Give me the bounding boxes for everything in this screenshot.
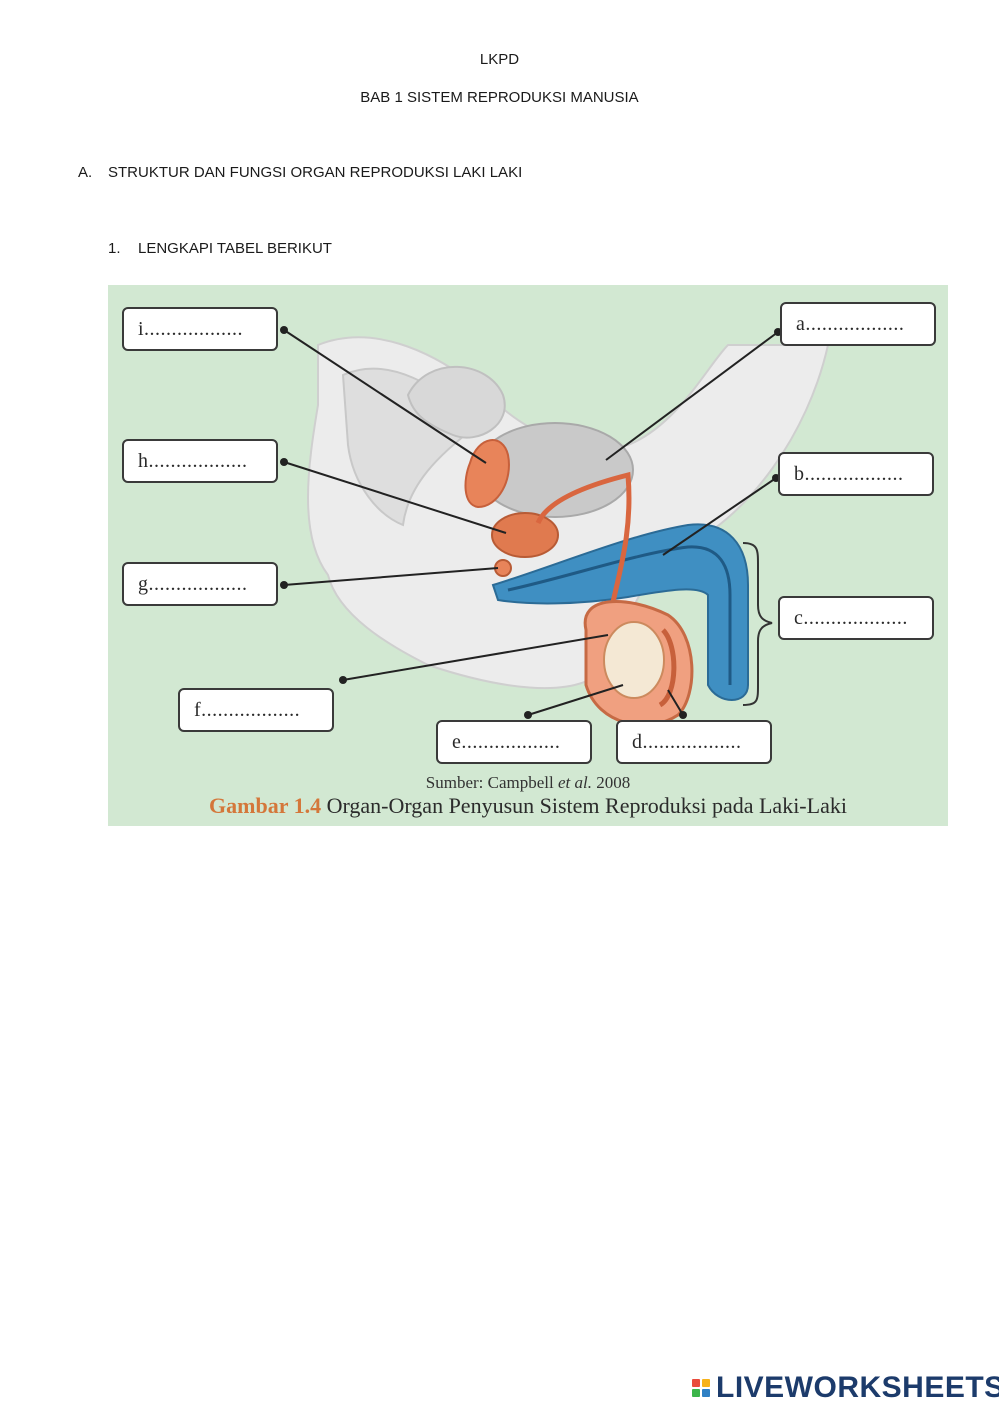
answer-label-i: i.................. <box>138 318 243 340</box>
instruction-marker: 1. <box>108 240 138 257</box>
instruction-heading: 1.LENGKAPI TABEL BERIKUT <box>108 240 332 257</box>
page-subtitle: BAB 1 SISTEM REPRODUKSI MANUSIA <box>0 89 999 106</box>
source-italic: et al. <box>558 773 592 792</box>
answer-label-a: a.................. <box>796 313 904 335</box>
answer-box-a[interactable]: a.................. <box>780 302 936 346</box>
section-heading: A.STRUKTUR DAN FUNGSI ORGAN REPRODUKSI L… <box>78 164 522 181</box>
instruction-text: LENGKAPI TABEL BERIKUT <box>138 240 332 257</box>
answer-box-d[interactable]: d.................. <box>616 720 772 764</box>
source-prefix: Sumber: Campbell <box>426 773 558 792</box>
answer-label-f: f.................. <box>194 699 300 721</box>
answer-box-g[interactable]: g.................. <box>122 562 278 606</box>
leader-dot-i <box>280 326 288 334</box>
answer-box-e[interactable]: e.................. <box>436 720 592 764</box>
section-title: STRUKTUR DAN FUNGSI ORGAN REPRODUKSI LAK… <box>108 164 522 181</box>
logo-square-yellow <box>702 1379 710 1387</box>
answer-box-i[interactable]: i.................. <box>122 307 278 351</box>
reproductive-system-figure: i.................. h.................. … <box>108 285 948 826</box>
answer-label-b: b.................. <box>794 463 904 485</box>
leader-dot-d <box>679 711 687 719</box>
watermark-text: LIVEWORKSHEETS <box>716 1371 999 1405</box>
logo-square-blue <box>702 1389 710 1397</box>
figure-number: Gambar 1.4 <box>209 793 321 818</box>
answer-label-g: g.................. <box>138 573 248 595</box>
leader-dot-h <box>280 458 288 466</box>
leader-dot-g <box>280 581 288 589</box>
figure-source: Sumber: Campbell et al. 2008 <box>108 773 948 793</box>
section-marker: A. <box>78 164 108 181</box>
page-title: LKPD <box>0 51 999 68</box>
leader-dot-f <box>339 676 347 684</box>
prostate-shape <box>492 513 558 557</box>
answer-label-c: c................... <box>794 607 908 629</box>
source-suffix: 2008 <box>592 773 630 792</box>
leader-dot-e <box>524 711 532 719</box>
answer-box-h[interactable]: h.................. <box>122 439 278 483</box>
answer-label-e: e.................. <box>452 731 560 753</box>
testis-shape <box>604 622 664 698</box>
answer-label-h: h.................. <box>138 450 248 472</box>
liveworksheets-watermark: LIVEWORKSHEETS <box>692 1374 999 1402</box>
answer-box-b[interactable]: b.................. <box>778 452 934 496</box>
logo-square-green <box>692 1389 700 1397</box>
liveworksheets-logo-icon <box>692 1379 710 1397</box>
answer-box-c[interactable]: c................... <box>778 596 934 640</box>
logo-square-red <box>692 1379 700 1387</box>
answer-label-d: d.................. <box>632 731 742 753</box>
answer-box-f[interactable]: f.................. <box>178 688 334 732</box>
caption-text: Organ-Organ Penyusun Sistem Reproduksi p… <box>321 793 847 818</box>
figure-caption: Gambar 1.4 Organ-Organ Penyusun Sistem R… <box>108 793 948 819</box>
